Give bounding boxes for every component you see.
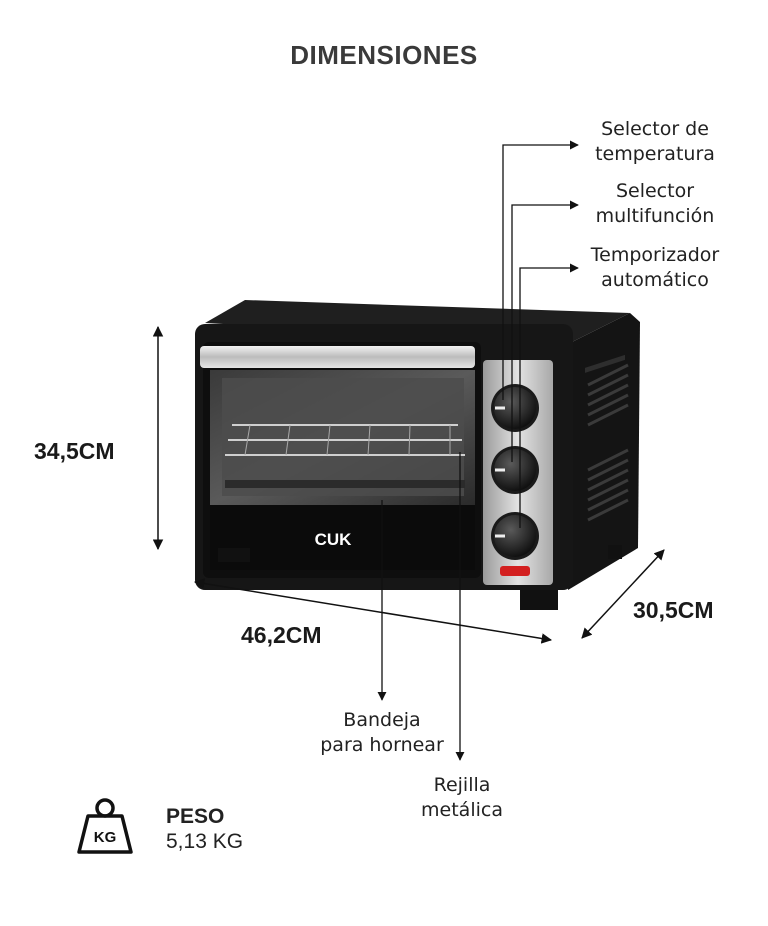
label-timer: Temporizador automático (580, 243, 730, 293)
page-title: DIMENSIONES (290, 40, 478, 70)
label-tray: Bandeja para hornear (292, 708, 472, 758)
label-tray-line2: para hornear (320, 734, 444, 756)
weight-value: 5,13 KG (166, 830, 244, 853)
label-rack-line2: metálica (421, 799, 503, 821)
label-tray-line1: Bandeja (343, 709, 421, 731)
width-arrow (193, 578, 553, 644)
callout-timer (519, 263, 579, 528)
callout-temperature (502, 140, 579, 400)
weight-label: PESO (166, 805, 225, 828)
knob-temperature (491, 384, 539, 432)
weight-icon-text: KG (94, 829, 117, 846)
dimension-depth: 30,5CM (633, 597, 714, 623)
weight-icon: KG (77, 798, 133, 854)
knob-timer (491, 512, 539, 560)
knob-multifunction (491, 446, 539, 494)
label-rack: Rejilla metálica (392, 773, 532, 823)
oven: CUK (195, 300, 640, 610)
depth-arrow (581, 549, 665, 639)
label-temperature: Selector de temperatura (585, 117, 725, 167)
label-multifunction-line2: multifunción (595, 205, 715, 227)
brand-logo: CUK (315, 530, 353, 549)
callout-multifunction (511, 200, 579, 462)
label-timer-line1: Temporizador (590, 244, 720, 266)
label-multifunction: Selector multifunción (585, 179, 725, 229)
label-timer-line2: automático (601, 269, 709, 291)
label-temperature-line1: Selector de (601, 118, 709, 140)
dimension-height: 34,5CM (34, 438, 115, 464)
indicator-light (500, 566, 530, 576)
label-temperature-line2: temperatura (595, 143, 715, 165)
label-multifunction-line1: Selector (615, 180, 695, 202)
label-rack-line1: Rejilla (433, 774, 491, 796)
dimension-width: 46,2CM (241, 622, 322, 648)
